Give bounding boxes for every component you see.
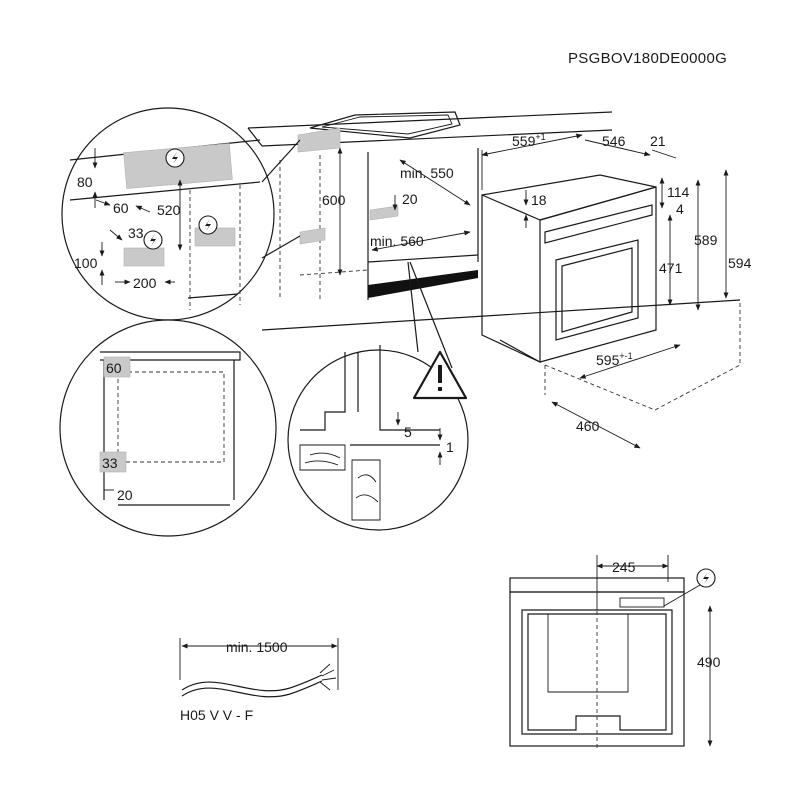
electrical-hazard-icon xyxy=(143,230,163,250)
detail-circle-clearance: 60 33 20 xyxy=(59,319,277,537)
electrical-zone-top xyxy=(297,127,341,153)
dim-min1500: min. 1500 xyxy=(226,639,288,655)
dim-33-zone: 33 xyxy=(102,455,118,471)
dim-559: 559+1 xyxy=(512,132,546,149)
dim-min550: min. 550 xyxy=(400,165,454,181)
dim-471: 471 xyxy=(659,260,683,276)
zone-60 xyxy=(103,356,131,378)
dim-490: 490 xyxy=(697,654,721,670)
cable-type-label: H05 V V - F xyxy=(180,707,253,723)
dim-20-top: 20 xyxy=(402,191,418,207)
dim-546: 546 xyxy=(602,133,626,149)
cabinet-scene: 600 min. 550 20 min. 560 xyxy=(247,111,741,331)
dim-460: 460 xyxy=(576,418,600,434)
dim-200: 200 xyxy=(133,275,157,291)
dim-60-detail: 60 xyxy=(113,200,129,216)
detail-circle-warning: 5 1 xyxy=(287,261,469,531)
dim-18: 18 xyxy=(531,192,547,208)
ventilation-zone xyxy=(369,205,399,221)
dim-33-detail: 33 xyxy=(128,225,144,241)
electrical-hazard-icon xyxy=(696,568,716,588)
dim-1: 1 xyxy=(446,439,454,455)
dim-80: 80 xyxy=(77,174,93,190)
detail-circle-electrical: 80 60 520 33 100 200 xyxy=(61,107,301,321)
dim-245: 245 xyxy=(612,559,636,575)
dim-60-zone: 60 xyxy=(106,360,122,376)
model-code: PSGBOV180DE0000G xyxy=(568,50,727,67)
warning-triangle-icon xyxy=(412,350,468,400)
dim-589: 589 xyxy=(694,232,718,248)
dim-114: 114 xyxy=(667,184,690,200)
zone-33 xyxy=(99,451,127,473)
detail-zone-lower xyxy=(123,247,165,267)
dim-min560: min. 560 xyxy=(370,233,424,249)
power-cable: min. 1500 H05 V V - F xyxy=(179,638,339,723)
electrical-hazard-icon xyxy=(198,215,218,235)
floor-plinth xyxy=(368,270,478,298)
dim-100: 100 xyxy=(74,255,98,271)
dim-5: 5 xyxy=(404,424,412,440)
electrical-zone-bottom xyxy=(299,227,326,245)
dim-21: 21 xyxy=(650,133,666,149)
dim-20-zone: 20 xyxy=(117,487,133,503)
dim-600: 600 xyxy=(322,192,346,208)
dim-595: 595+-1 xyxy=(596,351,633,368)
oven-3d-view: 559+1 546 21 18 114 4 471 589 594 595+-1… xyxy=(481,132,752,449)
electrical-hazard-icon xyxy=(165,148,185,168)
dim-594: 594 xyxy=(728,255,752,271)
dim-520: 520 xyxy=(157,202,181,218)
dim-4: 4 xyxy=(676,201,684,217)
oven-back-view: 245 490 xyxy=(509,555,721,748)
